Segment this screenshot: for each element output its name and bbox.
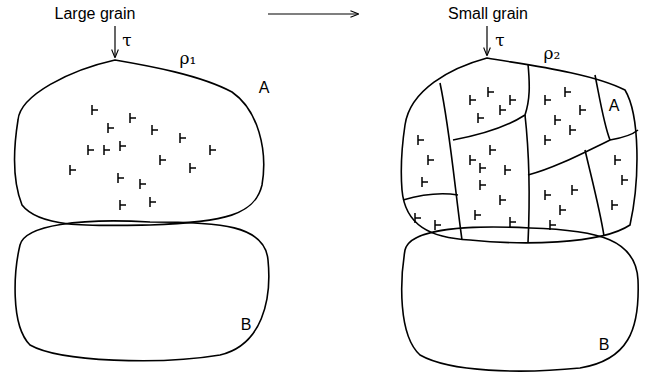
stress-arrow	[486, 26, 487, 55]
dislocation-symbol	[470, 95, 476, 105]
grain-outline	[402, 227, 638, 371]
dislocation-symbol	[510, 95, 516, 105]
subgrain-boundary	[453, 64, 529, 140]
dislocation-symbol	[478, 113, 484, 123]
dislocation-symbol	[555, 115, 561, 125]
symbol-label: B	[599, 337, 610, 353]
dislocation-symbol	[580, 105, 586, 115]
dislocation-symbol	[572, 185, 578, 195]
dislocation-symbol	[92, 105, 98, 115]
subgrain-boundary	[595, 75, 638, 140]
symbol-label: ρ₁	[180, 50, 197, 67]
subgrain-boundary	[585, 150, 604, 236]
dislocation-symbol	[104, 145, 110, 155]
dislocation-symbol	[560, 205, 566, 215]
dislocation-symbol	[510, 217, 516, 227]
dislocation-symbol	[505, 165, 511, 175]
dislocation-symbol	[160, 155, 166, 165]
dislocation-symbol	[480, 163, 486, 173]
dislocation-symbol	[475, 210, 481, 220]
dislocation-symbol	[118, 173, 124, 183]
symbol-label: ρ₂	[544, 45, 561, 62]
panel-heading: Small grain	[448, 6, 528, 22]
dislocation-symbol	[150, 197, 156, 207]
dislocation-symbol	[622, 175, 628, 185]
symbol-label: B	[241, 317, 252, 333]
dislocation-symbol	[428, 155, 434, 165]
grain-outline	[401, 58, 637, 243]
subgrain-boundary	[403, 194, 458, 200]
dislocation-symbol	[480, 180, 486, 190]
dislocation-symbol	[140, 179, 146, 189]
subgrain-boundary	[440, 83, 462, 240]
symbol-label: τ	[122, 32, 131, 49]
dislocation-symbol	[545, 95, 551, 105]
symbol-label: A	[609, 98, 620, 114]
symbol-label: τ	[495, 32, 504, 49]
dislocation-symbol	[70, 165, 76, 175]
dislocation-symbol	[500, 105, 506, 115]
dislocation-symbol	[180, 133, 186, 143]
dislocation-symbol	[435, 220, 441, 230]
dislocation-symbol	[415, 213, 421, 223]
dislocation-symbol	[130, 113, 136, 123]
dislocation-symbol	[488, 87, 494, 97]
dislocation-symbol	[615, 155, 621, 165]
dislocation-symbol	[612, 200, 618, 210]
dislocation-symbol	[570, 125, 576, 135]
stress-arrow	[114, 26, 115, 57]
dislocation-symbol	[565, 87, 571, 97]
dislocation-symbol	[152, 125, 158, 135]
grain-outline	[15, 60, 264, 226]
dislocation-symbol	[490, 145, 496, 155]
dislocation-symbol	[190, 163, 196, 173]
panel-heading: Large grain	[55, 6, 136, 22]
transition-arrow	[268, 13, 358, 14]
grain-outline	[15, 221, 269, 361]
dislocation-symbol	[418, 135, 424, 145]
dislocation-symbol	[88, 145, 94, 155]
dislocation-symbol	[545, 190, 551, 200]
dislocation-symbol	[120, 141, 126, 151]
symbol-label: A	[259, 80, 270, 96]
dislocation-symbol	[500, 195, 506, 205]
dislocation-symbol	[108, 123, 114, 133]
dislocation-symbol	[120, 200, 126, 210]
dislocation-symbol	[550, 220, 556, 230]
dislocation-symbol	[422, 177, 428, 187]
subgrain-boundary	[525, 115, 529, 243]
subgrain-boundary	[528, 140, 610, 175]
dislocation-symbol	[470, 155, 476, 165]
dislocation-symbol	[210, 145, 216, 155]
dislocation-symbol	[545, 135, 551, 145]
